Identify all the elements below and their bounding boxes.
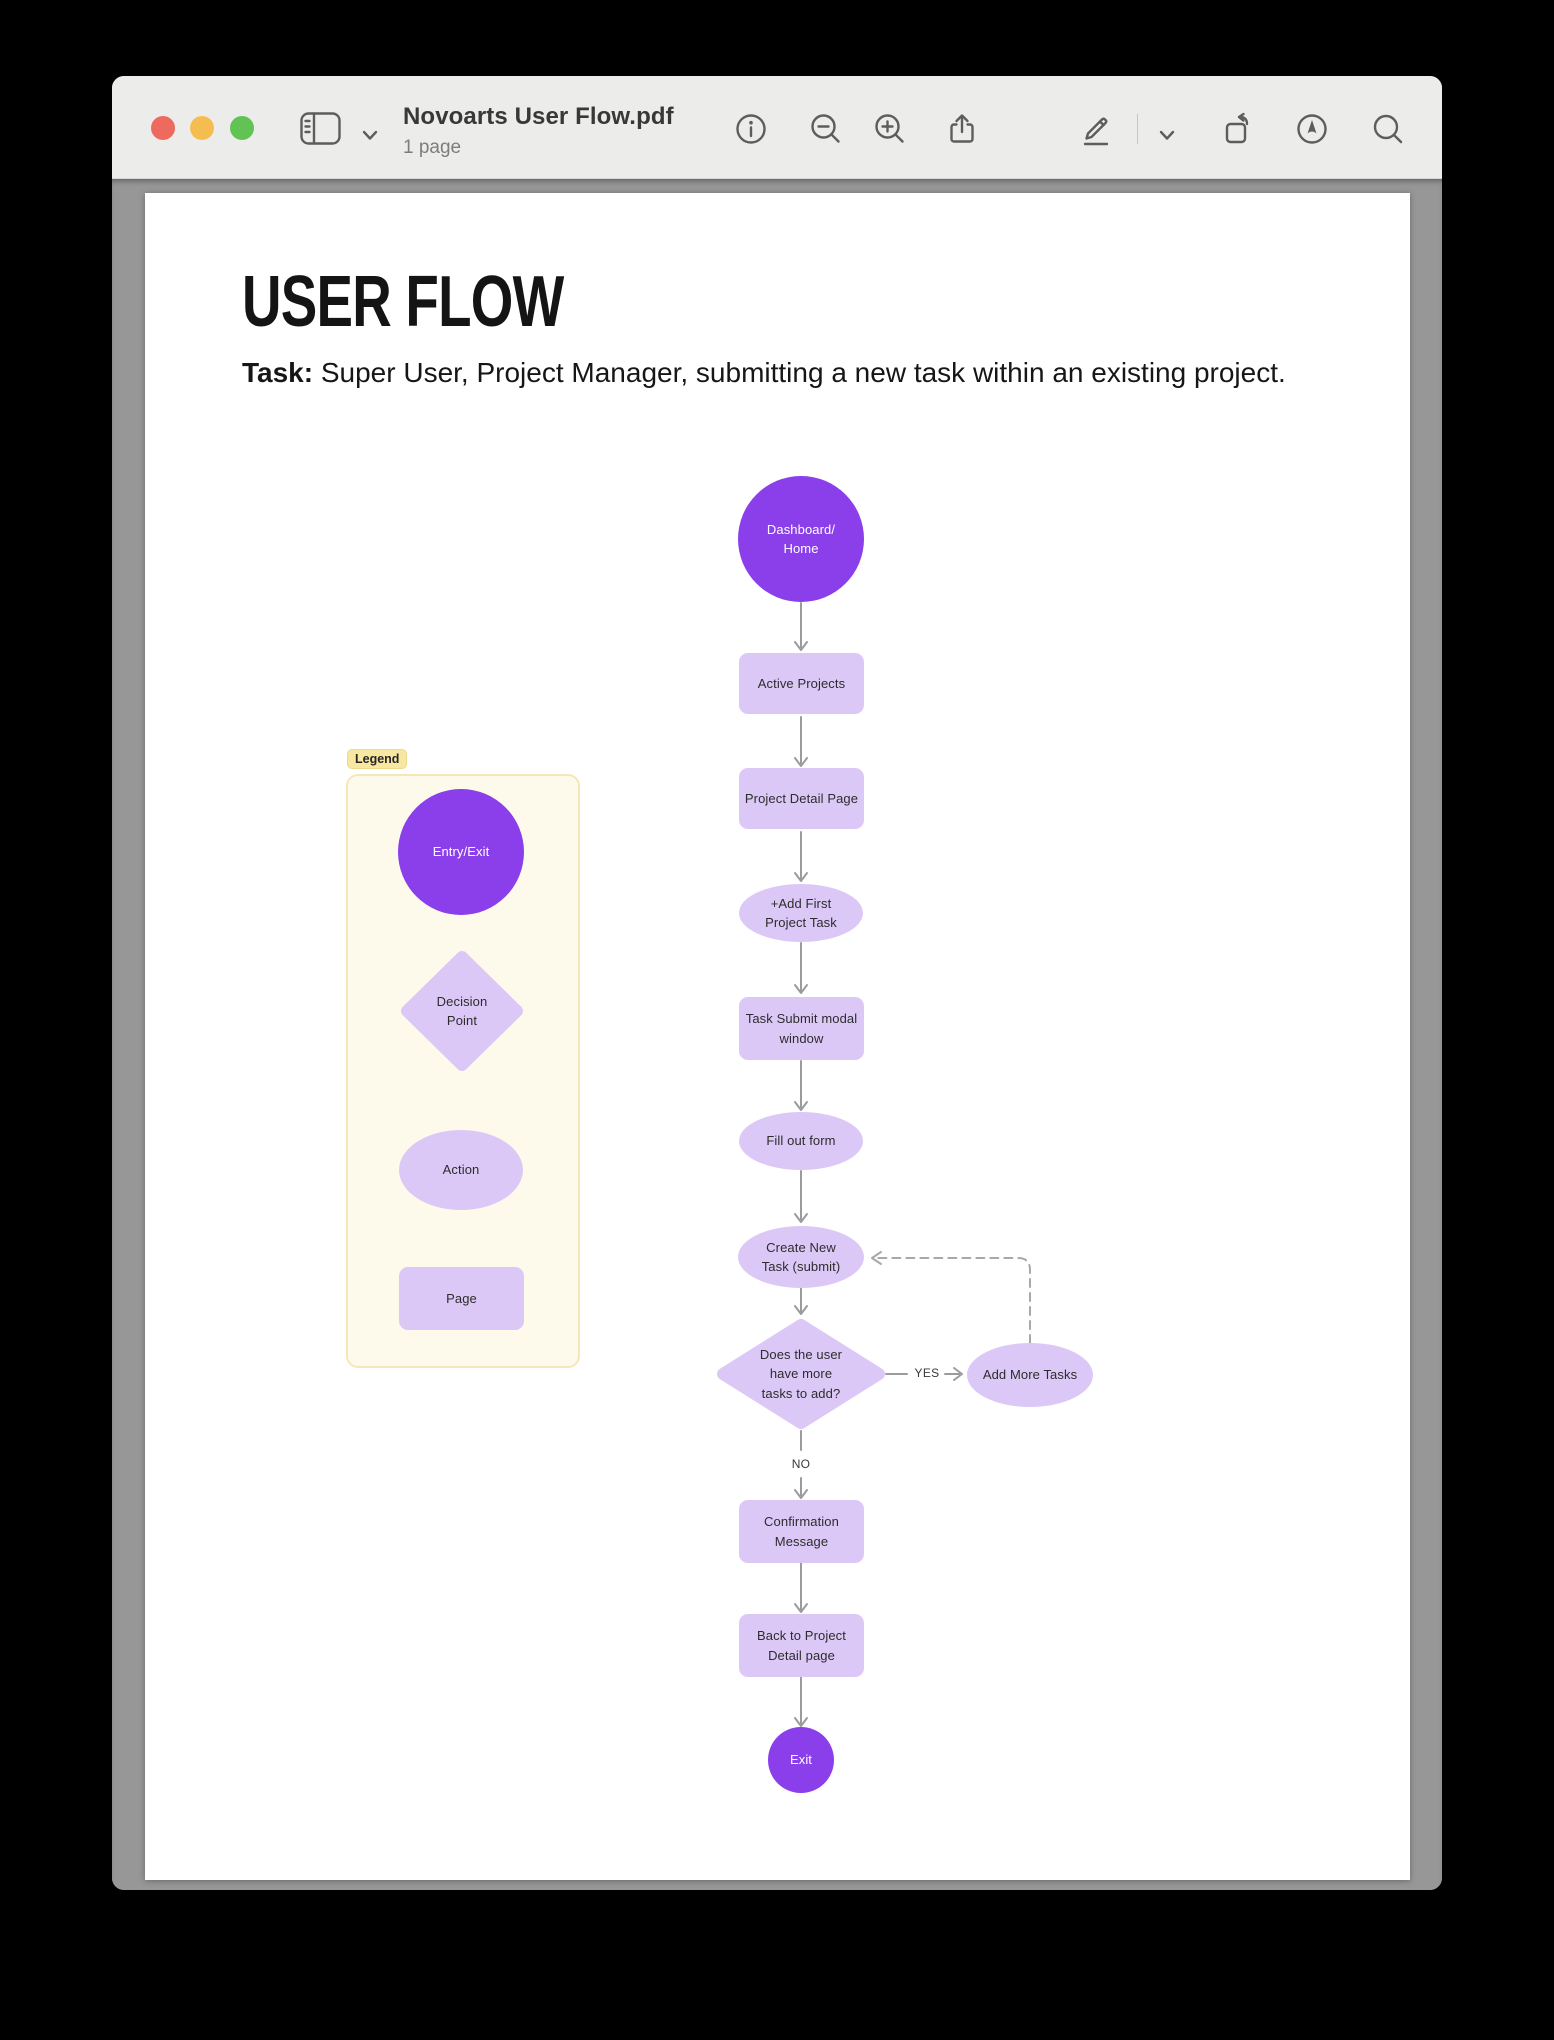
toolbar-separator: [1137, 114, 1138, 144]
fullscreen-window-button[interactable]: [230, 116, 254, 140]
arrow-create-to-decision: [794, 1287, 808, 1315]
arrow-confirm-to-back: [794, 1562, 808, 1613]
node-exit: Exit: [768, 1727, 834, 1793]
node-label: Entry/Exit: [432, 844, 490, 860]
document-canvas[interactable]: USER FLOW Task: Super User, Project Mana…: [112, 179, 1442, 1890]
zoom-out-button[interactable]: [808, 111, 844, 147]
markup-pencil-button[interactable]: [1078, 111, 1114, 147]
node-legend-entry-exit: Entry/Exit: [398, 789, 524, 915]
page-title: USER FLOW: [242, 262, 564, 342]
node-label: Active Projects: [757, 675, 846, 691]
node-label: Action: [442, 1162, 480, 1178]
info-button[interactable]: [733, 111, 769, 147]
markup-chevron-down-icon[interactable]: [1149, 118, 1185, 154]
arrow-back-to-exit: [794, 1676, 808, 1727]
arrow-dashboard-to-active: [794, 602, 808, 651]
legend-tag: Legend: [347, 749, 408, 769]
search-button[interactable]: [1370, 111, 1406, 147]
node-label: Fill out form: [766, 1133, 836, 1149]
page-count: 1 page: [403, 137, 462, 158]
node-active-projects: Active Projects: [739, 653, 864, 714]
label-yes: YES: [914, 1366, 940, 1380]
task-label: Task:: [242, 357, 314, 388]
pdf-page: USER FLOW Task: Super User, Project Mana…: [145, 193, 1410, 1880]
yes-arrow: [944, 1367, 963, 1381]
node-label: Page: [446, 1290, 477, 1306]
minimize-window-button[interactable]: [190, 116, 214, 140]
loop-dashed-line: [874, 1257, 1031, 1344]
annotate-pen-button[interactable]: [1294, 111, 1330, 147]
no-arrow: [794, 1477, 808, 1499]
titlebar: Novoarts User Flow.pdf 1 page: [112, 76, 1442, 179]
task-description: Task: Super User, Project Manager, submi…: [242, 357, 1286, 389]
sidebar-chevron-down-icon[interactable]: [352, 118, 388, 154]
node-label: Dashboard/Home: [766, 521, 836, 557]
share-button[interactable]: [944, 111, 980, 147]
node-legend-action: Action: [399, 1130, 523, 1210]
arrow-active-to-detail: [794, 716, 808, 767]
node-dashboard-home: Dashboard/Home: [738, 476, 864, 602]
sidebar-toggle-button[interactable]: [299, 111, 341, 147]
node-label: Add More Tasks: [982, 1367, 1078, 1383]
task-text: Super User, Project Manager, submitting …: [313, 357, 1286, 388]
node-project-detail-page: Project Detail Page: [739, 768, 864, 829]
node-label: Exit: [789, 1752, 813, 1768]
document-title: Novoarts User Flow.pdf: [403, 103, 674, 130]
rotate-button[interactable]: [1220, 111, 1256, 147]
node-fill-out-form: Fill out form: [739, 1112, 863, 1170]
loop-arrowhead: [871, 1251, 882, 1265]
close-window-button[interactable]: [151, 116, 175, 140]
arrow-modal-to-fillform: [794, 1060, 808, 1111]
preview-window: Novoarts User Flow.pdf 1 page: [112, 76, 1442, 1890]
node-legend-page: Page: [399, 1267, 524, 1330]
label-no: NO: [791, 1457, 811, 1471]
arrow-detail-to-addfirst: [794, 831, 808, 882]
node-label: Project Detail Page: [744, 790, 859, 806]
arrow-fillform-to-create: [794, 1170, 808, 1223]
node-add-more-tasks: Add More Tasks: [967, 1343, 1093, 1407]
zoom-in-button[interactable]: [872, 111, 908, 147]
document-titleblock: Novoarts User Flow.pdf 1 page: [403, 103, 674, 158]
arrow-addfirst-to-modal: [794, 942, 808, 994]
